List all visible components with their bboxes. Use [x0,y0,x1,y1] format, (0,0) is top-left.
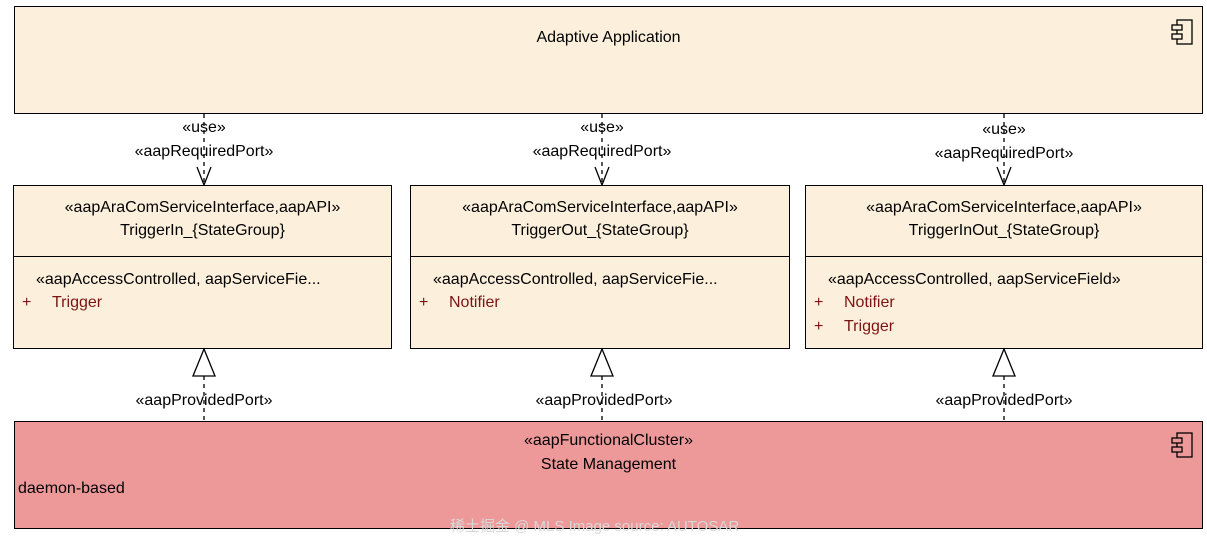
state-management-component[interactable]: «aapFunctionalCluster» State Management … [14,421,1203,529]
component-icon [1171,19,1193,45]
interface-header: «aapAraComServiceInterface,aapAPI» Trigg… [14,186,391,257]
interface-header: «aapAraComServiceInterface,aapAPI» Trigg… [411,186,789,257]
realization-arrowhead [590,347,614,377]
use-label: «use» [982,121,1026,138]
interface-name: TriggerOut_{StateGroup} [511,222,689,239]
attribute-stereotype: «aapAccessControlled, aapServiceField» [828,271,1121,288]
cluster-note: daemon-based [18,480,125,497]
realization-arrowhead [992,347,1016,377]
visibility-marker: + [814,294,824,311]
interface-stereotype: «aapAraComServiceInterface,aapAPI» [462,199,738,216]
use-label: «use» [182,119,226,136]
attribute-name: Trigger [844,318,895,335]
visibility-marker: + [22,294,32,311]
attribute-row: + Notifier [814,294,895,312]
visibility-marker: + [419,294,429,311]
attribute-name: Notifier [449,294,500,311]
interface-name: TriggerIn_{StateGroup} [120,222,285,239]
interface-name: TriggerInOut_{StateGroup} [908,222,1100,239]
realization-arrowhead [192,347,216,377]
interface-stereotype: «aapAraComServiceInterface,aapAPI» [866,199,1142,216]
required-port-label: «aapRequiredPort» [532,143,672,160]
interface-triggerinout[interactable]: «aapAraComServiceInterface,aapAPI» Trigg… [805,185,1203,349]
interface-triggerin[interactable]: «aapAraComServiceInterface,aapAPI» Trigg… [13,185,392,349]
cluster-name: State Management [540,456,677,473]
visibility-marker: + [814,318,824,335]
watermark: 稀土掘金 @ MLS Image source: AUTOSAR [450,518,740,535]
use-label: «use» [580,119,624,136]
cluster-stereotype: «aapFunctionalCluster» [524,432,693,449]
component-icon [1171,432,1193,458]
adaptive-application-component[interactable]: Adaptive Application [14,6,1203,114]
interface-header: «aapAraComServiceInterface,aapAPI» Trigg… [806,186,1202,257]
attribute-stereotype: «aapAccessControlled, aapServiceFie... [433,271,718,288]
use-arrowhead [196,166,212,187]
required-port-label: «aapRequiredPort» [934,145,1074,162]
required-port-label: «aapRequiredPort» [134,143,274,160]
component-title: Adaptive Application [536,29,681,46]
attribute-row: + Trigger [22,294,102,312]
interface-stereotype: «aapAraComServiceInterface,aapAPI» [64,199,341,216]
attribute-stereotype: «aapAccessControlled, aapServiceFie... [36,271,321,288]
attribute-row: + Notifier [419,294,500,312]
provided-port-label: «aapProvidedPort» [935,392,1073,409]
attribute-name: Notifier [844,294,895,311]
use-arrowhead [996,166,1012,187]
attribute-row: + Trigger [814,318,894,336]
provided-port-label: «aapProvidedPort» [535,392,673,409]
provided-port-label: «aapProvidedPort» [135,392,273,409]
use-arrowhead [594,166,610,187]
attribute-name: Trigger [52,294,103,311]
interface-triggerout[interactable]: «aapAraComServiceInterface,aapAPI» Trigg… [410,185,790,349]
